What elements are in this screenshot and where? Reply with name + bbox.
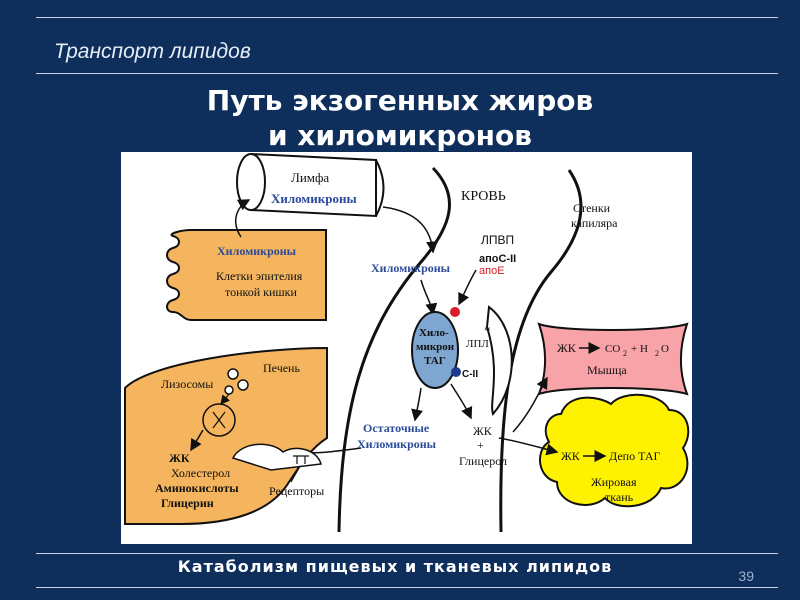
cholesterol-label: Холестерол xyxy=(171,466,230,480)
muscle-fa-label: ЖК xyxy=(557,341,577,355)
diagram-panel: Лимфа Хиломикроны КРОВЬ Стенки капиляра … xyxy=(121,152,692,544)
chylomicron-label-2: микрон xyxy=(416,341,455,353)
blood-glycerol-label: Глицерол xyxy=(459,454,507,468)
chylomicron-label-1: Хило- xyxy=(419,327,449,339)
lymph-label: Лимфа xyxy=(291,170,329,185)
blood-chylomicrons-label: Хиломикроны xyxy=(371,261,451,275)
hdl-label: ЛПВП xyxy=(481,233,514,247)
chylomicron-label-3: ТАГ xyxy=(424,355,446,367)
adipose-label-1: Жировая xyxy=(591,475,637,489)
glycerin-label: Глицерин xyxy=(161,496,214,510)
adipose-tissue xyxy=(538,393,690,508)
epithelium-chylomicrons-label: Хиломикроны xyxy=(217,244,297,258)
liver-label: Печень xyxy=(263,361,300,375)
remnant-label-2: Хиломикроны xyxy=(357,437,437,451)
footer-rule-bottom xyxy=(36,587,778,588)
muscle-tissue xyxy=(537,322,689,396)
blood-plus-label: + xyxy=(477,438,484,452)
asterisk: * xyxy=(484,323,491,338)
arrow-to-fa-glycerol xyxy=(450,383,473,420)
c2-label: C-II xyxy=(462,369,478,380)
section-title: Транспорт липидов xyxy=(54,40,251,63)
arrow-endosome-to-fa xyxy=(190,429,204,452)
receptor-pointer xyxy=(290,467,300,483)
capillary-wall-label-2: капиляра xyxy=(571,216,618,230)
muscle-o-label: O xyxy=(661,343,669,355)
endosome-marks xyxy=(212,411,226,429)
arrow-fa-to-muscle xyxy=(512,376,548,433)
slide-title-line-2: и хиломикронов xyxy=(268,119,532,152)
muscle-co-label: CO xyxy=(605,343,620,355)
arrow-epithelium-to-lymph xyxy=(234,199,251,238)
footer-rule-top xyxy=(36,553,778,554)
receptor-symbol xyxy=(293,455,309,464)
capillary-wall-left xyxy=(337,166,451,533)
footer-caption: Катаболизм пищевых и тканевых липидов xyxy=(177,557,613,576)
lysosome-1 xyxy=(227,368,239,380)
receptors-label: Рецепторы xyxy=(269,484,324,498)
arrow-lymph-to-blood xyxy=(382,206,438,254)
header-rule xyxy=(36,73,778,74)
lysosomes-label: Лизосомы xyxy=(161,377,213,391)
lymph-vessel xyxy=(236,152,385,218)
arrow-hdl-to-chylomicron xyxy=(458,269,477,306)
adipose-label-2: ткань xyxy=(605,490,634,504)
slide-title-line-1: Путь экзогенных жиров xyxy=(206,84,594,117)
adipose-depot-label: Депо ТАГ xyxy=(609,449,660,463)
epithelium-label-2: тонкой кишки xyxy=(225,285,297,299)
amino-acids-label: Аминокислоты xyxy=(155,481,239,495)
capillary-wall-right xyxy=(499,169,583,533)
apo-c2-label: апоС-II xyxy=(479,253,516,265)
muscle-co2-subscript: 2 xyxy=(623,349,627,358)
top-rule xyxy=(36,17,778,18)
page-number: 39 xyxy=(738,568,754,584)
muscle-label: Мышца xyxy=(587,363,627,377)
epithelium-label-1: Клетки эпителия xyxy=(216,269,303,283)
arrow-to-remnants xyxy=(411,387,423,422)
lymph-chylomicrons-label: Хиломикроны xyxy=(271,191,357,206)
lysosome-3 xyxy=(224,385,234,395)
adipose-fa-label: ЖК xyxy=(561,449,581,463)
endothelium-bulge xyxy=(485,305,513,416)
receptor-pocket xyxy=(231,443,322,471)
blood-fa-label: ЖК xyxy=(473,424,493,438)
lysosome-2 xyxy=(237,379,249,391)
lpl-label: ЛПЛ xyxy=(466,338,489,350)
muscle-plus-h-label: + H xyxy=(631,343,648,355)
arrow-lysosome-fusion xyxy=(220,393,230,405)
remnant-label-1: Остаточные xyxy=(363,421,430,435)
intestinal-epithelium xyxy=(166,229,327,321)
chylomicron-particle xyxy=(411,311,459,389)
apo-e-dot xyxy=(450,307,460,317)
arrow-to-chylomicron xyxy=(420,279,438,316)
liver-fa-label: ЖК xyxy=(169,451,190,465)
blood-label: КРОВЬ xyxy=(461,189,506,204)
arrow-fa-to-adipose xyxy=(498,437,559,456)
capillary-wall-label-1: Стенки xyxy=(573,201,611,215)
apo-e-label: апоЕ xyxy=(479,265,505,277)
lipid-transport-diagram: Лимфа Хиломикроны КРОВЬ Стенки капиляра … xyxy=(124,152,690,533)
apo-c2-dot xyxy=(451,367,461,377)
muscle-h2o-subscript: 2 xyxy=(655,349,659,358)
